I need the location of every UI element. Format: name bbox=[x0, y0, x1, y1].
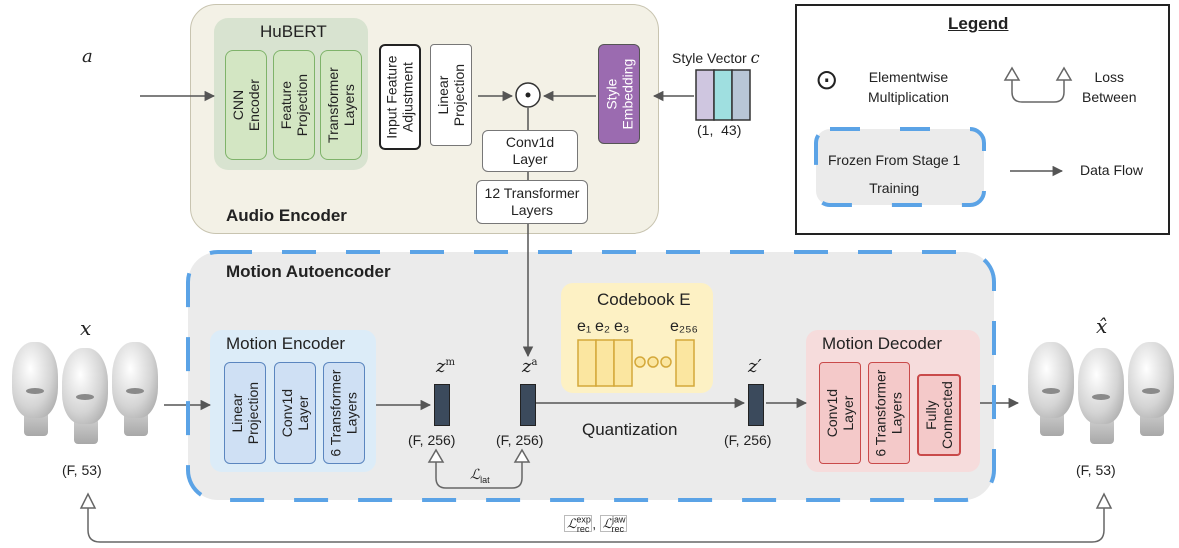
codebook-entry-3: e₃ bbox=[614, 318, 630, 335]
frozen-legend-swatch bbox=[816, 129, 984, 205]
legend-frozen-text: Frozen From Stage 1 Training bbox=[828, 152, 961, 196]
legend-elementwise-icon: ⊙ bbox=[815, 64, 839, 95]
audio-symbol: a bbox=[82, 46, 93, 67]
fully-connected-block: Fully Connected bbox=[917, 374, 961, 456]
hubert-title: HuBERT bbox=[260, 22, 327, 41]
legend-elementwise-text: Elementwise Multiplication bbox=[868, 69, 949, 105]
transformer-layers-block: Transformer Layers bbox=[320, 50, 362, 160]
linear-projection-motion-block: Linear Projection bbox=[224, 362, 266, 464]
zm-bar bbox=[434, 384, 450, 426]
style-vector-bars bbox=[695, 69, 751, 121]
motion-autoencoder-title: Motion Autoencoder bbox=[226, 262, 391, 281]
input-feature-adjustment-block: Input Feature Adjustment bbox=[379, 44, 421, 150]
frozen-legend-dash bbox=[814, 127, 986, 207]
output-symbol: x̂ bbox=[1096, 314, 1108, 338]
za-dim: (F, 256) bbox=[496, 432, 544, 448]
transformer6-decoder-block: 6 Transformer Layers bbox=[868, 362, 910, 464]
za-bar bbox=[520, 384, 536, 426]
zm-dim: (F, 256) bbox=[408, 432, 456, 448]
input-dim: (F, 53) bbox=[62, 462, 102, 478]
style-vector-symbol: c bbox=[750, 48, 760, 67]
reconstruction-loss-label: ℒexprec, ℒjawrec bbox=[562, 515, 630, 534]
cnn-encoder-block: CNN Encoder bbox=[225, 50, 267, 160]
style-embedding-block: Style Embedding bbox=[598, 44, 640, 144]
codebook-vectors bbox=[577, 339, 695, 387]
output-dim: (F, 53) bbox=[1076, 462, 1116, 478]
legend-loss-text: Loss Between bbox=[1082, 69, 1137, 105]
feature-projection-block: Feature Projection bbox=[273, 50, 315, 160]
audio-encoder-title: Audio Encoder bbox=[226, 206, 347, 225]
quantization-label: Quantization bbox=[582, 420, 678, 439]
legend-title: Legend bbox=[948, 14, 1009, 33]
style-vector-dim: (1, 43) bbox=[697, 122, 742, 138]
codebook-entry-256: e₂₅₆ bbox=[670, 318, 699, 335]
conv1d-motion-encoder-block: Conv1d Layer bbox=[274, 362, 316, 464]
zprime-bar bbox=[748, 384, 764, 426]
zprime-label: z′ bbox=[748, 356, 762, 377]
linear-projection-audio-block: Linear Projection bbox=[430, 44, 472, 146]
motion-decoder-title: Motion Decoder bbox=[822, 334, 943, 353]
style-vector-label: Style Vector c bbox=[672, 48, 760, 67]
zprime-dim: (F, 256) bbox=[724, 432, 772, 448]
motion-encoder-title: Motion Encoder bbox=[226, 334, 346, 353]
latent-loss-label: ℒlat bbox=[470, 467, 490, 485]
transformer6-encoder-block: 6 Transformer Layers bbox=[323, 362, 365, 464]
za-label: za bbox=[522, 356, 538, 377]
audio-waveform bbox=[24, 60, 136, 132]
legend-data-flow-text: Data Flow bbox=[1080, 162, 1144, 178]
zm-label: zm bbox=[436, 356, 455, 377]
input-symbol: x bbox=[80, 316, 92, 340]
codebook-title: Codebook E bbox=[597, 290, 691, 309]
codebook-entry-2: e₂ bbox=[595, 318, 611, 335]
transformer12-block: 12 Transformer Layers bbox=[476, 180, 588, 224]
codebook-entry-1: e₁ bbox=[577, 318, 592, 335]
conv1d-audio-block: Conv1d Layer bbox=[482, 130, 578, 172]
conv1d-decoder-block: Conv1d Layer bbox=[819, 362, 861, 464]
